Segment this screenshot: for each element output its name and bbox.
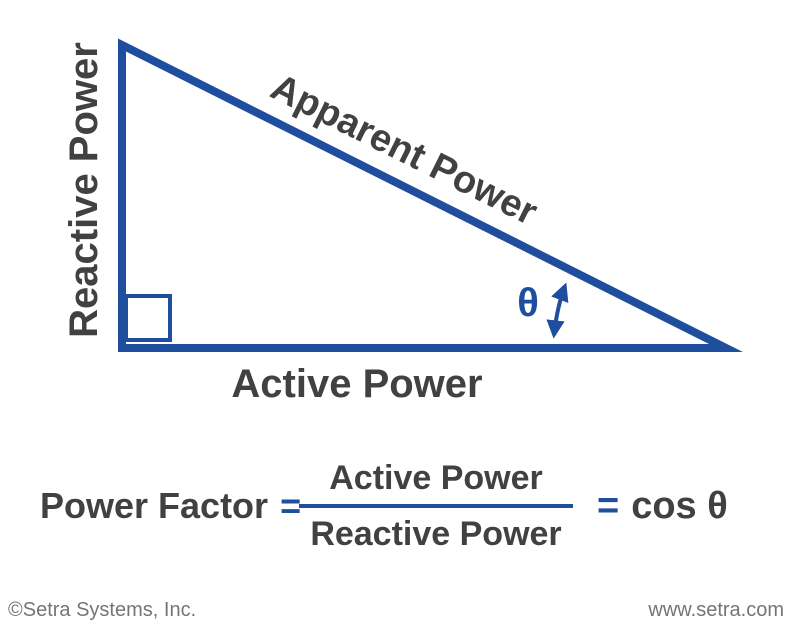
cos-theta-text: cos θ: [631, 485, 728, 527]
power-factor-text: Power Factor: [40, 485, 269, 526]
right-angle-marker: [124, 294, 172, 342]
cos-theta-expression: = cos θ: [597, 487, 728, 525]
theta-symbol: θ: [517, 281, 539, 325]
power-factor-expression: Power Factor =: [40, 488, 301, 524]
copyright-text: ©Setra Systems, Inc.: [8, 599, 197, 621]
equals-sign-second: =: [597, 485, 620, 527]
triangle-outline: [118, 38, 743, 352]
reactive-power-label: Reactive Power: [62, 42, 106, 338]
fraction-numerator: Active Power: [329, 459, 543, 497]
fraction-denominator: Reactive Power: [310, 515, 562, 553]
fraction-bar: [299, 504, 573, 508]
theta-angle-arrow-icon: [546, 282, 569, 339]
equals-sign-first: =: [280, 485, 302, 526]
active-power-label: Active Power: [231, 362, 483, 406]
website-text: www.setra.com: [648, 599, 784, 621]
power-factor-fraction: Active Power Reactive Power: [299, 461, 573, 551]
